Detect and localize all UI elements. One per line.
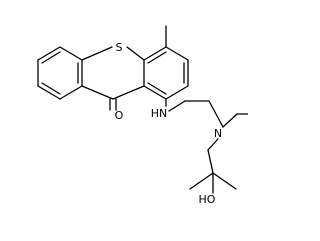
ethylene-bond-2 xyxy=(208,100,224,128)
sulfur-label: S xyxy=(116,41,123,54)
nh-ch2-bond xyxy=(168,100,186,112)
cq-methyl-left-bond xyxy=(189,172,214,190)
left-benzene-ring xyxy=(37,46,83,100)
carbonyl-bond xyxy=(109,98,117,111)
cq-methyl-right-bond xyxy=(212,172,237,190)
central-ring xyxy=(81,46,145,100)
structure-canvas: S O HN N HO xyxy=(37,25,248,206)
molecule-drawing: S O HN N HO xyxy=(37,25,248,206)
n-ch2-bond xyxy=(207,138,219,151)
ch2-cq-bond xyxy=(207,149,214,174)
carbonyl-oxygen-label: O xyxy=(115,109,124,122)
right-benzene-ring xyxy=(143,46,189,100)
tertiary-amine-label: N xyxy=(214,127,222,140)
amine-nh-label: HN xyxy=(151,107,168,120)
hydroxyl-label: HO xyxy=(199,193,216,206)
ethyl-bond-1 xyxy=(222,113,238,128)
